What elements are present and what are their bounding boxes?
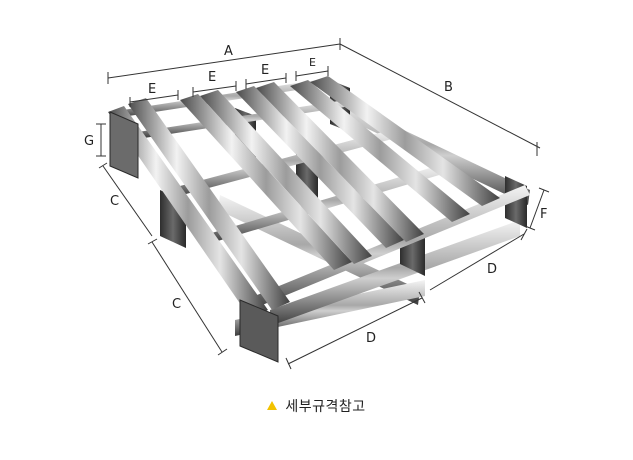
dim-line-e4 bbox=[295, 70, 329, 77]
dim-line-b bbox=[339, 43, 541, 149]
caption: 세부규격참고 bbox=[0, 396, 633, 416]
dim-line-a bbox=[107, 43, 341, 79]
deck-rail bbox=[310, 76, 500, 206]
triangle-marker-icon bbox=[267, 400, 278, 410]
deck-rail bbox=[108, 106, 268, 318]
deck-rail bbox=[128, 98, 290, 310]
dim-line-e2 bbox=[192, 85, 237, 93]
dim-line-d-right bbox=[429, 233, 525, 291]
dimension-labels: A B E E E E G C C D D F bbox=[84, 44, 547, 346]
caption-text: 세부규격참고 bbox=[285, 399, 366, 415]
deck-rail bbox=[290, 80, 470, 222]
label-b: B bbox=[444, 80, 453, 95]
label-g: G bbox=[84, 134, 94, 149]
label-d-right: D bbox=[487, 262, 497, 277]
dim-line-c-lower bbox=[151, 241, 223, 353]
label-f: F bbox=[540, 207, 547, 222]
bottom-runner bbox=[235, 280, 425, 336]
label-c-lower: C bbox=[172, 297, 181, 312]
pallet-structure bbox=[108, 76, 530, 363]
deck-rail bbox=[180, 94, 352, 270]
dim-line-e1 bbox=[129, 94, 179, 103]
corner-post bbox=[239, 299, 279, 363]
dim-line-f bbox=[529, 189, 545, 229]
label-a: A bbox=[224, 44, 233, 59]
dimension-lines bbox=[96, 38, 550, 370]
label-e1: E bbox=[148, 82, 156, 97]
label-e4: E bbox=[309, 56, 316, 69]
deck-rail bbox=[236, 86, 404, 248]
deck-rail bbox=[256, 82, 424, 242]
dim-line-e3 bbox=[245, 77, 287, 85]
label-e3: E bbox=[261, 63, 269, 78]
bottom-runner bbox=[270, 220, 520, 326]
corner-post bbox=[109, 111, 139, 179]
cross-stringer bbox=[205, 165, 446, 243]
label-e2: E bbox=[208, 70, 216, 85]
dim-line-c-upper bbox=[102, 165, 153, 237]
label-d-front: D bbox=[366, 331, 376, 346]
label-c-upper: C bbox=[110, 194, 119, 209]
deck-rail bbox=[200, 90, 372, 264]
cross-stringer bbox=[138, 98, 364, 138]
dim-line-d-front bbox=[287, 297, 423, 365]
